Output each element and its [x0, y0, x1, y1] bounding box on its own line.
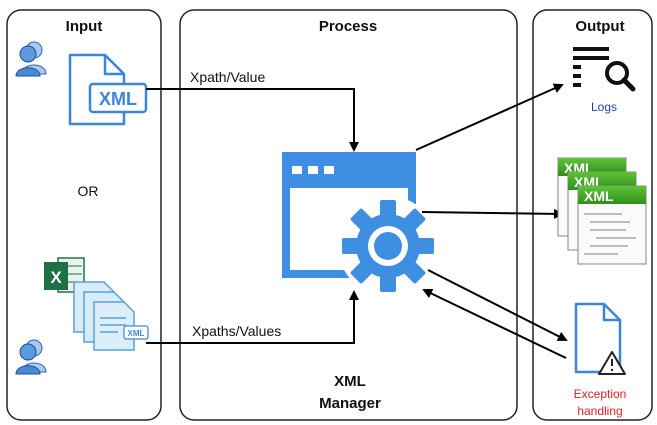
input-title: Input	[66, 18, 103, 35]
process-panel	[179, 9, 518, 421]
excel-icon: X	[44, 257, 85, 293]
input-panel	[6, 9, 162, 421]
xml-output-file3-text: XML	[584, 188, 614, 204]
stacked-documents-icon: XML	[73, 281, 149, 351]
exception-return-connector	[422, 288, 567, 359]
users-icon-top	[15, 41, 47, 77]
stacked-doc-xml-text: XML	[128, 329, 145, 338]
xpath-value-label: Xpath/Value	[190, 69, 265, 85]
users-icon-bottom	[15, 339, 47, 375]
xml-file-icon: XML	[68, 53, 148, 126]
xml-output-files-icon: XML XML XML	[557, 157, 647, 265]
xpaths-values-connector	[146, 290, 359, 344]
logs-label: Logs	[591, 100, 617, 114]
logs-connector	[415, 83, 564, 151]
manager-label-line1: XML	[334, 373, 366, 390]
exception-out-connector	[427, 269, 568, 341]
excel-icon-letter: X	[50, 268, 62, 287]
xml-file-icon-text: XML	[99, 89, 137, 109]
xml-output-connector	[421, 208, 564, 219]
logs-icon	[573, 47, 636, 92]
or-label: OR	[78, 183, 99, 199]
output-title: Output	[575, 18, 624, 35]
process-title: Process	[319, 18, 377, 35]
exception-label-line1: Exception	[574, 387, 627, 401]
manager-label-line2: Manager	[319, 395, 381, 412]
output-panel	[532, 9, 653, 421]
gear-icon	[338, 196, 438, 296]
exception-document-icon	[574, 302, 626, 375]
xpath-value-connector	[146, 88, 359, 152]
xpaths-values-label: Xpaths/Values	[192, 323, 281, 339]
exception-label-line2: handling	[577, 404, 622, 418]
